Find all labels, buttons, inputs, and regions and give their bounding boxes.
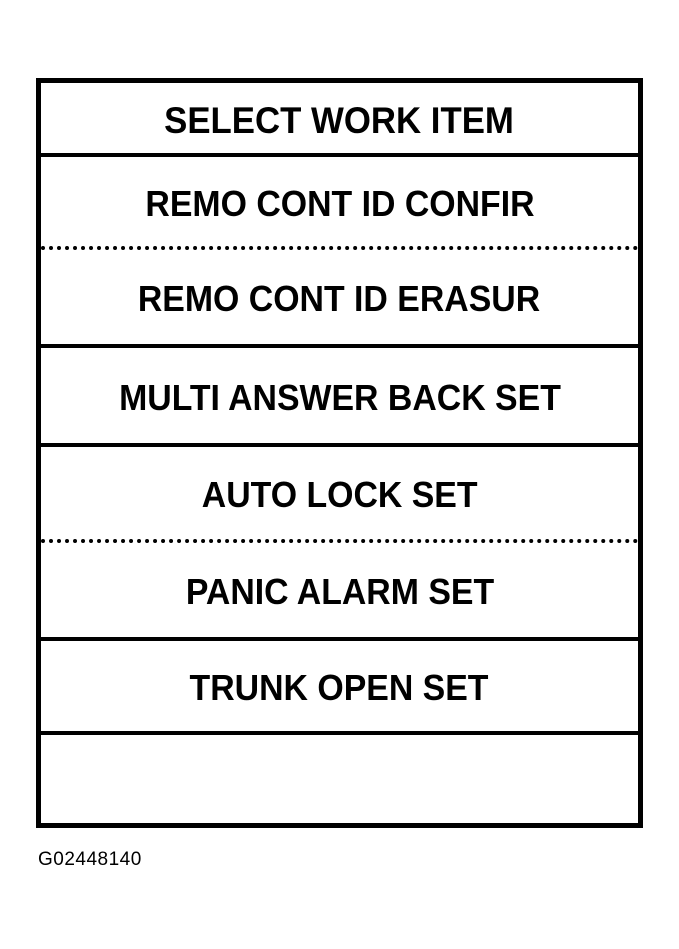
menu-item-label: PANIC ALARM SET	[185, 571, 494, 612]
menu-item-auto-lock-set[interactable]: AUTO LOCK SET	[41, 447, 638, 543]
menu-item-remo-cont-id-erasur[interactable]: REMO CONT ID ERASUR	[41, 250, 638, 348]
row-separator-solid	[41, 344, 638, 348]
menu-item-label: MULTI ANSWER BACK SET	[118, 376, 561, 418]
menu-item-label: AUTO LOCK SET	[201, 474, 478, 515]
menu-item-remo-cont-id-confir[interactable]: REMO CONT ID CONFIR	[41, 157, 638, 250]
menu-item-panic-alarm-set[interactable]: PANIC ALARM SET	[41, 543, 638, 641]
row-separator-solid	[41, 637, 638, 641]
menu-item-label: REMO CONT ID ERASUR	[138, 278, 541, 319]
menu-item-empty-row[interactable]	[41, 735, 638, 823]
menu-header-label: SELECT WORK ITEM	[164, 99, 515, 141]
select-work-item-menu-panel: SELECT WORK ITEM REMO CONT ID CONFIR REM…	[36, 78, 643, 828]
row-separator-solid	[41, 443, 638, 447]
menu-item-label: TRUNK OPEN SET	[190, 667, 489, 708]
menu-item-multi-answer-back-set[interactable]: MULTI ANSWER BACK SET	[41, 348, 638, 447]
menu-item-trunk-open-set[interactable]: TRUNK OPEN SET	[41, 641, 638, 735]
row-separator-solid	[41, 731, 638, 735]
row-separator-dotted	[41, 246, 638, 250]
row-separator-dotted	[41, 539, 638, 543]
figure-caption: G02448140	[38, 849, 142, 870]
menu-item-label: REMO CONT ID CONFIR	[144, 182, 535, 224]
row-separator-solid	[41, 153, 638, 157]
menu-header-row: SELECT WORK ITEM	[41, 83, 638, 157]
